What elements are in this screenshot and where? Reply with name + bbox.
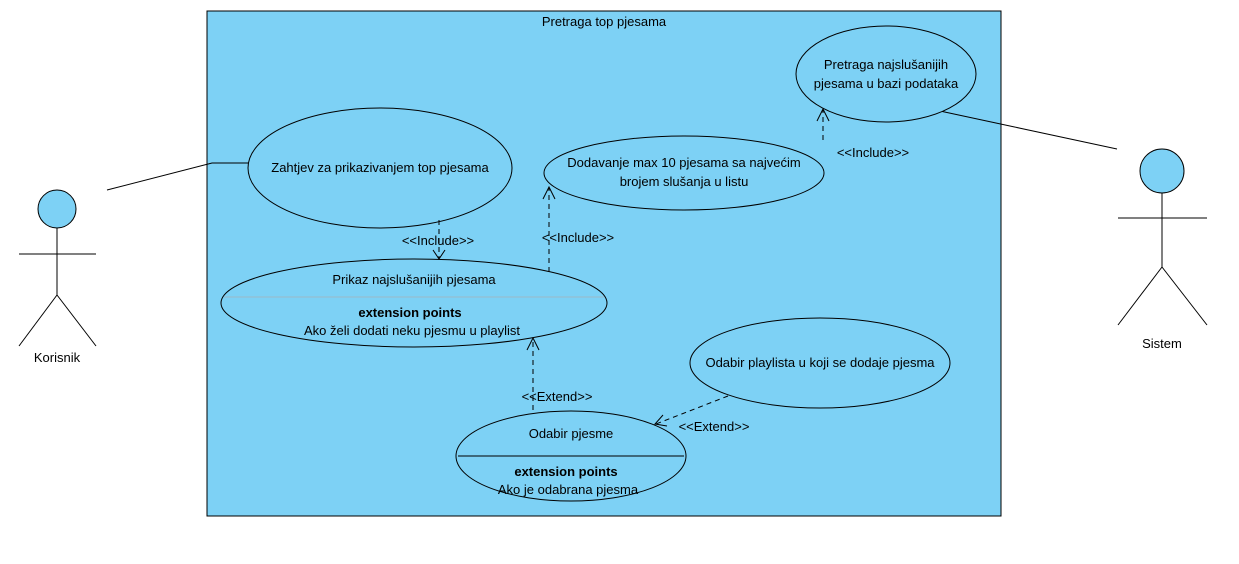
use-case-prikaz-ext-title: extension points	[358, 305, 461, 320]
include-zahtjev-prikaz: <<Include>>	[402, 220, 474, 260]
include-zahtjev-prikaz-arrowhead	[432, 249, 446, 260]
use-case-odabir-playlista-ellipse	[689, 317, 951, 409]
use-case-dodavanje-ellipse	[543, 135, 825, 211]
actor-korisnik-head	[37, 189, 77, 229]
include-prikaz-dodavanje-arrowhead	[542, 185, 556, 200]
actor-sistem-right-leg	[1161, 266, 1208, 326]
extend-odabir-playlista-pjesme-line	[655, 395, 729, 425]
use-case-dodavanje-line2: brojem slušanja u listu	[620, 174, 749, 189]
actor-korisnik: Korisnik	[18, 189, 97, 365]
use-case-pretraga-ellipse	[795, 25, 977, 123]
system-title: Pretraga top pjesama	[542, 14, 667, 29]
use-case-zahtjev: Zahtjev za prikazivanjem top pjesama	[247, 107, 513, 229]
extend-odabir-pjesme-prikaz-label: <<Extend>>	[522, 389, 593, 404]
use-case-pretraga-line2: pjesama u bazi podataka	[814, 76, 959, 91]
use-case-odabir-playlista-label: Odabir playlista u koji se dodaje pjesma	[705, 355, 935, 370]
actor-sistem-head	[1139, 148, 1185, 194]
use-case-dodavanje-line1: Dodavanje max 10 pjesama sa najvećim	[567, 155, 800, 170]
use-case-dodavanje: Dodavanje max 10 pjesama sa najvećim bro…	[543, 135, 825, 211]
use-case-odabir-pjesme-ext-title: extension points	[514, 464, 617, 479]
actor-sistem-label: Sistem	[1142, 336, 1182, 351]
include-dodavanje-pretraga-label: <<Include>>	[837, 145, 909, 160]
include-dodavanje-pretraga: <<Include>>	[816, 107, 909, 160]
use-case-odabir-playlista: Odabir playlista u koji se dodaje pjesma	[689, 317, 951, 409]
use-case-pretraga: Pretraga najslušanijih pjesama u bazi po…	[795, 25, 977, 123]
extend-odabir-pjesme-prikaz: <<Extend>>	[522, 336, 593, 410]
use-case-odabir-pjesme-label: Odabir pjesme	[529, 426, 614, 441]
use-case-zahtjev-ellipse	[247, 107, 513, 229]
use-case-prikaz-ellipse	[220, 258, 608, 348]
include-prikaz-dodavanje-label: <<Include>>	[542, 230, 614, 245]
use-case-zahtjev-label: Zahtjev za prikazivanjem top pjesama	[271, 160, 489, 175]
actor-korisnik-label: Korisnik	[34, 350, 81, 365]
extend-odabir-playlista-pjesme-label: <<Extend>>	[679, 419, 750, 434]
actor-korisnik-right-leg	[56, 294, 97, 347]
extend-odabir-playlista-pjesme: <<Extend>>	[654, 395, 750, 434]
extend-odabir-playlista-pjesme-arrowhead	[654, 414, 668, 427]
use-case-pretraga-line1: Pretraga najslušanijih	[824, 57, 948, 72]
include-dodavanje-pretraga-arrowhead	[816, 107, 830, 122]
association-sistem-pretraga	[939, 110, 1118, 150]
extend-odabir-pjesme-prikaz-arrowhead	[526, 336, 540, 351]
use-case-prikaz: Prikaz najslušanijih pjesama extension p…	[220, 258, 608, 348]
include-prikaz-dodavanje: <<Include>>	[542, 185, 614, 272]
use-case-prikaz-ext-point: Ako želi dodati neku pjesmu u playlist	[304, 323, 520, 338]
actor-korisnik-left-leg	[18, 294, 58, 347]
include-zahtjev-prikaz-label: <<Include>>	[402, 233, 474, 248]
actor-sistem: Sistem	[1117, 148, 1208, 351]
actor-sistem-left-leg	[1117, 266, 1163, 326]
use-case-prikaz-label: Prikaz najslušanijih pjesama	[332, 272, 496, 287]
use-case-odabir-pjesme-ext-point: Ako je odabrana pjesma	[498, 482, 639, 497]
use-case-odabir-pjesme: Odabir pjesme extension points Ako je od…	[455, 410, 687, 502]
association-korisnik-zahtjev	[106, 162, 251, 191]
